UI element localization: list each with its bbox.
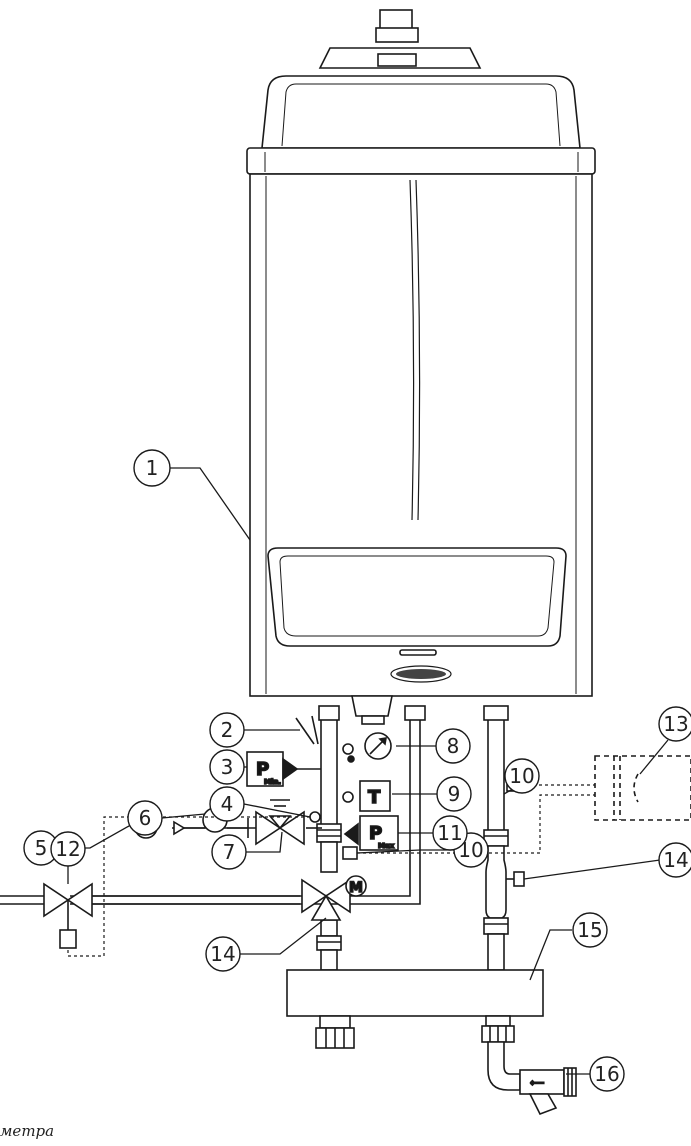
callout-13-label: 13 bbox=[663, 712, 688, 736]
callout-11-label: 11 bbox=[437, 821, 462, 845]
flue-tip bbox=[379, 9, 413, 31]
front-curve bbox=[415, 179, 421, 521]
callout-12-label: 12 bbox=[55, 837, 80, 861]
callout-14-top: 14 bbox=[658, 842, 691, 878]
callout-8: 8 bbox=[435, 728, 471, 764]
callout-6: 6 bbox=[127, 800, 163, 836]
callout-10-right-label: 10 bbox=[509, 764, 534, 788]
callout-6-label: 6 bbox=[139, 806, 152, 830]
bottom-port bbox=[351, 695, 393, 717]
supply-pipe bbox=[320, 717, 338, 829]
callout-4-label: 4 bbox=[221, 792, 234, 816]
three-way-valve bbox=[301, 878, 328, 914]
pressure-min-switch bbox=[246, 751, 284, 787]
top-cover bbox=[261, 75, 581, 149]
callout-11: 11 bbox=[432, 815, 468, 851]
callout-9-label: 9 bbox=[448, 782, 461, 806]
flow-direction-marker bbox=[173, 820, 186, 836]
pmin-sublabel: Min. bbox=[264, 778, 281, 786]
callout-15-label: 15 bbox=[577, 918, 602, 942]
figure-caption: метра bbox=[0, 1122, 55, 1140]
callout-12: 12 bbox=[50, 831, 86, 867]
callout-markers: 1 2 3 4 5 6 7 8 9 10 10 11 12 13 14 14 1… bbox=[23, 449, 691, 1092]
flue-collar bbox=[375, 27, 419, 43]
pmax-label: P bbox=[369, 823, 382, 844]
top-cover-inner bbox=[281, 83, 561, 147]
callout-9: 9 bbox=[436, 776, 472, 812]
callout-3-label: 3 bbox=[221, 755, 234, 779]
return-drain-valve bbox=[513, 871, 525, 887]
flow-arrow: ⟵ bbox=[530, 1078, 544, 1089]
callout-3: 3 bbox=[209, 749, 245, 785]
filter-elbow bbox=[487, 1041, 521, 1091]
callout-7: 7 bbox=[211, 834, 247, 870]
callout-7-label: 7 bbox=[223, 840, 236, 864]
callout-14-top-label: 14 bbox=[663, 848, 688, 872]
valve-motor bbox=[345, 875, 367, 897]
callout-4: 4 bbox=[209, 786, 245, 822]
callout-16: 16 bbox=[589, 1056, 625, 1092]
pmin-label: P bbox=[256, 759, 269, 780]
callout-1: 1 bbox=[133, 449, 171, 487]
callout-5-label: 5 bbox=[35, 836, 48, 860]
air-vent-component bbox=[295, 717, 315, 745]
external-device-dashed bbox=[594, 755, 691, 821]
callout-1-label: 1 bbox=[146, 456, 159, 480]
callout-13: 13 bbox=[658, 706, 691, 742]
callout-8-label: 8 bbox=[447, 734, 460, 758]
pmax-sublabel: Max bbox=[378, 842, 395, 850]
temp-label: T bbox=[368, 787, 381, 808]
flue-base-window bbox=[377, 53, 417, 67]
callout-2-label: 2 bbox=[221, 718, 234, 742]
point-4-marker bbox=[309, 811, 321, 823]
callout-2: 2 bbox=[209, 712, 245, 748]
control-panel bbox=[267, 547, 567, 647]
shutoff-valve bbox=[255, 810, 282, 846]
fitting-10-left bbox=[342, 846, 358, 860]
callout-15: 15 bbox=[572, 912, 608, 948]
pmin-arrow bbox=[282, 757, 299, 781]
leader-lines bbox=[58, 467, 691, 1075]
motor-label: M bbox=[349, 880, 363, 896]
callout-14-bottom: 14 bbox=[205, 936, 241, 972]
gas-solenoid-valve bbox=[43, 882, 70, 918]
lid-band bbox=[246, 147, 596, 175]
callout-10-right: 10 bbox=[504, 758, 540, 794]
temperature-sensor bbox=[359, 780, 391, 812]
boiler-unit bbox=[246, 9, 596, 725]
pmax-arrow bbox=[343, 822, 359, 846]
y-strainer bbox=[528, 1093, 558, 1116]
callout-14-bottom-label: 14 bbox=[210, 942, 235, 966]
callout-16-label: 16 bbox=[594, 1062, 619, 1086]
return-pipe bbox=[487, 717, 505, 837]
mounting-bracket bbox=[286, 969, 544, 1017]
